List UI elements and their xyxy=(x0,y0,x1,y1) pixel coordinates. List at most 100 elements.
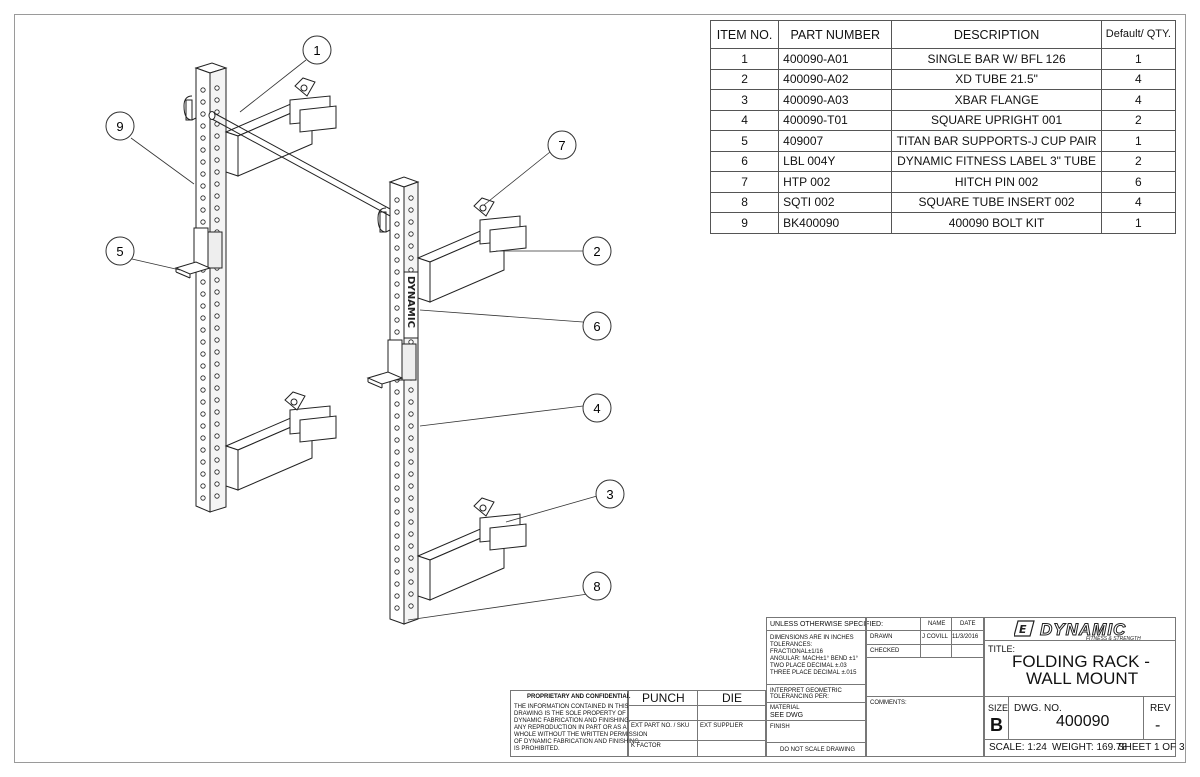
upright-hole xyxy=(394,281,400,287)
upright-hole xyxy=(200,411,206,417)
k-factor-label: K FACTOR xyxy=(631,743,661,749)
upright-hole xyxy=(200,351,206,357)
upright-hole xyxy=(214,481,220,487)
approval-box xyxy=(866,617,984,757)
upright-hole xyxy=(408,459,414,465)
upright-hole xyxy=(200,291,206,297)
upright-hole xyxy=(200,123,206,129)
balloon-3: 3 xyxy=(595,479,625,509)
rev-value: - xyxy=(1155,717,1161,734)
upright-hole xyxy=(214,205,220,211)
drawn-date: 11/3/2016 xyxy=(952,634,979,640)
balloon-6: 6 xyxy=(582,311,612,341)
upright-hole xyxy=(214,85,220,91)
upright-hole xyxy=(408,219,414,225)
upright-hole xyxy=(214,397,220,403)
upright-hole xyxy=(394,197,400,203)
upright-hole xyxy=(408,531,414,537)
upright-hole xyxy=(408,387,414,393)
upright-hole xyxy=(408,231,414,237)
upright-hole xyxy=(408,507,414,513)
logo-icon: E xyxy=(1013,620,1035,637)
upright-hole xyxy=(394,569,400,575)
upright-hole xyxy=(394,293,400,299)
upright-hole xyxy=(214,133,220,139)
interpret-line: TOLERANCING PER: xyxy=(770,694,829,700)
upright-hole xyxy=(394,221,400,227)
upright-hole xyxy=(394,413,400,419)
upright-hole xyxy=(214,361,220,367)
upright-hole xyxy=(408,195,414,201)
upright-hole xyxy=(200,375,206,381)
svg-text:6: 6 xyxy=(593,319,600,334)
upright-hole xyxy=(214,97,220,103)
proprietary-line: THE INFORMATION CONTAINED IN THIS xyxy=(514,704,629,710)
interpret-line: INTERPRET GEOMETRIC xyxy=(770,688,842,694)
drawing-title-line1: FOLDING RACK - xyxy=(1012,652,1150,671)
balloon-7: 7 xyxy=(547,130,577,160)
upright-hole xyxy=(394,533,400,539)
bom-cell-item: 2 xyxy=(709,68,780,90)
upright-hole xyxy=(408,435,414,441)
bom-cell-qty: 1 xyxy=(1100,48,1177,70)
j-cup-left xyxy=(174,227,223,279)
upright-hole xyxy=(200,99,206,105)
balloon-1: 1 xyxy=(302,35,332,65)
upright-hole xyxy=(394,485,400,491)
bom-cell-item: 6 xyxy=(709,150,780,172)
upright-hole xyxy=(200,195,206,201)
upright-hole xyxy=(214,157,220,163)
svg-text:7: 7 xyxy=(558,138,565,153)
upright-hole xyxy=(408,471,414,477)
left-upright xyxy=(174,62,228,513)
upright-hole xyxy=(408,519,414,525)
sheet-border xyxy=(14,14,1186,763)
upright-hole xyxy=(214,493,220,499)
tolerance-line: ANGULAR: MACH±1° BEND ±1° xyxy=(770,656,859,662)
upright-hole xyxy=(394,521,400,527)
proprietary-line: DYNAMIC FABRICATION AND FINISHING. xyxy=(514,718,631,724)
bom-cell-item: 4 xyxy=(709,109,780,131)
upright-hole xyxy=(394,269,400,275)
tolerance-box xyxy=(766,617,866,757)
rev-label: REV xyxy=(1150,703,1171,714)
upright-hole xyxy=(200,387,206,393)
weight-label: WEIGHT: 169.78 xyxy=(1052,742,1128,753)
upright-hole xyxy=(214,337,220,343)
upright-hole xyxy=(200,483,206,489)
bom-cell-part: HTP 002 xyxy=(778,171,893,193)
drawing-title-line2: WALL MOUNT xyxy=(1026,669,1139,688)
upright-hole xyxy=(408,243,414,249)
bom-cell-part: SQTI 002 xyxy=(778,191,893,213)
bom-header-desc: DESCRIPTION xyxy=(891,20,1102,49)
upright-hole xyxy=(200,147,206,153)
proprietary-line: OF DYNAMIC FABRICATION AND FINISHING xyxy=(514,739,639,745)
bom-header-row: ITEM NO. PART NUMBER DESCRIPTION Default… xyxy=(709,20,1177,49)
bom-cell-part: 400090-A01 xyxy=(778,48,893,70)
bom-cell-qty: 4 xyxy=(1100,191,1177,213)
logo-text: DYNAMIC xyxy=(1039,620,1127,640)
upright-hole xyxy=(394,245,400,251)
upright-hole xyxy=(200,471,206,477)
bom-cell-desc: 400090 BOLT KIT xyxy=(891,212,1102,234)
upright-hole xyxy=(408,447,414,453)
upright-hole xyxy=(214,409,220,415)
upright-hole xyxy=(408,483,414,489)
upright-hole xyxy=(408,207,414,213)
tolerance-line: FRACTIONAL±1/16 xyxy=(770,649,823,655)
material-value: SEE DWG xyxy=(770,712,804,719)
upright-hole xyxy=(200,459,206,465)
balloon-4: 4 xyxy=(582,393,612,423)
bom-header-qty: Default/ QTY. xyxy=(1100,20,1177,49)
tolerance-line: TOLERANCES: xyxy=(770,642,813,648)
upright-hole xyxy=(214,385,220,391)
dwg-no-value: 400090 xyxy=(1056,713,1110,730)
upright-hole xyxy=(408,543,414,549)
left-upper-arm xyxy=(224,77,337,177)
bom-cell-part: 409007 xyxy=(778,130,893,152)
svg-text:5: 5 xyxy=(116,244,123,259)
